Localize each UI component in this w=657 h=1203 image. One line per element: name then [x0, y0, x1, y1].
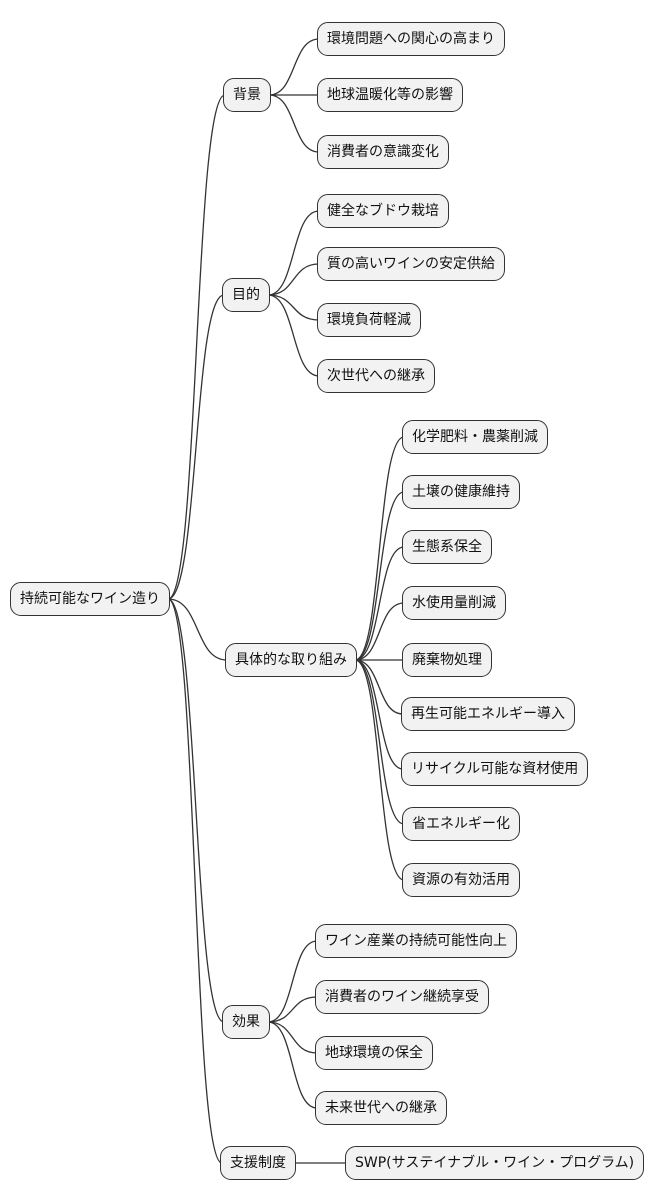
- mindmap-edge-pu-pu4: [267, 294, 320, 377]
- mindmap-edge-root-ac: [167, 598, 228, 661]
- mindmap-node-ef4: 未来世代への継承: [315, 1091, 447, 1125]
- mindmap-node-ac1: 化学肥料・農薬削減: [402, 420, 548, 454]
- mindmap-edge-ac-ac9: [354, 659, 405, 881]
- mindmap-edge-pu-pu2: [267, 263, 320, 296]
- mindmap-edge-pu-pu1: [267, 210, 320, 296]
- mindmap-node-sp1: SWP(サステイナブル・ワイン・プログラム): [345, 1146, 645, 1180]
- mindmap-edge-root-sp: [167, 598, 223, 1164]
- mindmap-node-ef3: 地球環境の保全: [315, 1036, 433, 1070]
- mindmap-edge-root-bg: [167, 94, 226, 600]
- mindmap-node-pu2: 質の高いワインの安定供給: [317, 247, 505, 281]
- mindmap-edge-bg-bg1: [268, 38, 320, 96]
- mindmap-node-ac8: 省エネルギー化: [402, 807, 520, 841]
- mindmap-edge-ac-ac3: [354, 546, 405, 661]
- mindmap-edge-root-pu: [167, 294, 225, 600]
- mindmap-edge-ef-ef2: [267, 996, 318, 1023]
- mindmap-node-ac: 具体的な取り組み: [225, 643, 357, 677]
- mindmap-edge-ac-ac8: [354, 659, 405, 825]
- mindmap-node-ac5: 廃棄物処理: [402, 643, 492, 677]
- mindmap-node-ac3: 生態系保全: [402, 530, 492, 564]
- mindmap-node-ef1: ワイン産業の持続可能性向上: [315, 924, 517, 958]
- mindmap-edge-ac-ac2: [354, 491, 405, 661]
- mindmap-edge-pu-pu3: [267, 294, 320, 321]
- mindmap-node-ac4: 水使用量削減: [402, 586, 506, 620]
- mindmap-node-ac6: 再生可能エネルギー導入: [401, 697, 575, 731]
- mindmap-node-bg1: 環境問題への関心の高まり: [317, 22, 505, 56]
- mindmap-node-ef2: 消費者のワイン継続享受: [315, 980, 489, 1014]
- mindmap-edge-ef-ef4: [267, 1021, 318, 1109]
- mindmap-node-ac9: 資源の有効活用: [402, 863, 520, 897]
- mindmap-edge-ac-ac7: [354, 659, 404, 770]
- mindmap-node-ac2: 土壌の健康維持: [402, 475, 520, 509]
- mindmap-node-bg3: 消費者の意識変化: [317, 135, 449, 169]
- mindmap-node-bg2: 地球温暖化等の影響: [317, 78, 463, 112]
- mindmap-edge-ac-ac1: [354, 436, 405, 661]
- mindmap-node-ef: 効果: [222, 1005, 270, 1039]
- mindmap-edge-ef-ef3: [267, 1021, 318, 1054]
- mindmap-edge-ac-ac6: [354, 659, 404, 715]
- mindmap-node-pu1: 健全なブドウ栽培: [317, 194, 449, 228]
- mindmap-node-pu: 目的: [222, 278, 270, 312]
- mindmap-node-bg: 背景: [223, 78, 271, 112]
- mindmap-node-sp: 支援制度: [220, 1146, 296, 1180]
- mindmap-node-pu3: 環境負荷軽減: [317, 303, 421, 337]
- mindmap-node-pu4: 次世代への継承: [317, 359, 435, 393]
- mindmap-edge-root-ef: [167, 598, 225, 1023]
- mindmap-node-root: 持続可能なワイン造り: [10, 582, 170, 616]
- mindmap-edge-ef-ef1: [267, 940, 318, 1023]
- mindmap-edge-bg-bg3: [268, 94, 320, 153]
- mindmap-node-ac7: リサイクル可能な資材使用: [401, 752, 589, 786]
- mindmap-edge-ac-ac4: [354, 602, 405, 661]
